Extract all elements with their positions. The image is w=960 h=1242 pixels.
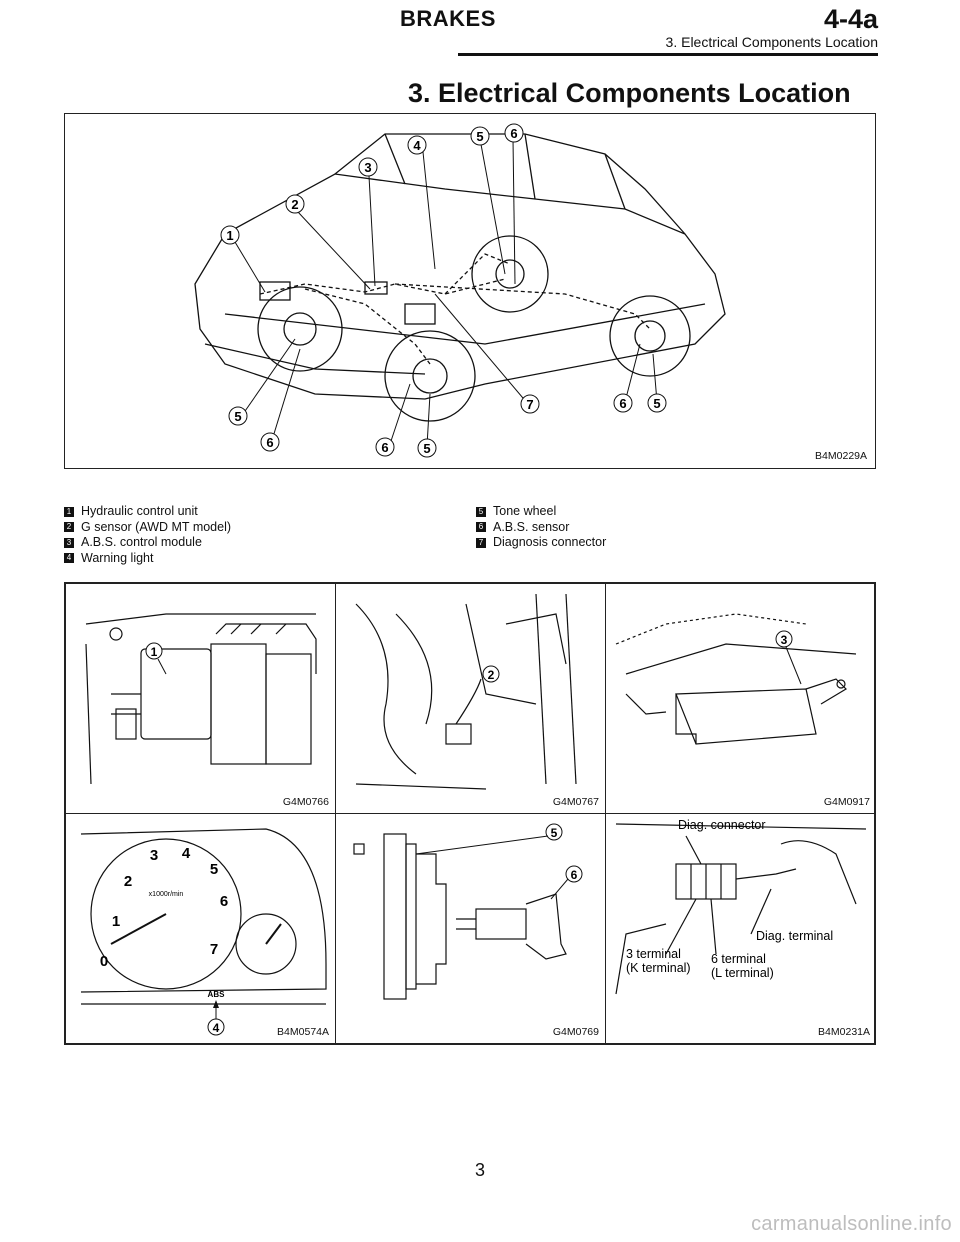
panel-callout-5: 5 <box>551 826 558 840</box>
gauge-number: 4 <box>182 845 191 862</box>
watermark: carmanualsonline.info <box>751 1213 952 1235</box>
legend-num-icon: 3 <box>64 537 74 548</box>
panel-callout-6: 6 <box>571 868 578 882</box>
legend-num-icon: 1 <box>64 506 74 517</box>
legend-item: 6 A.B.S. sensor <box>476 520 606 536</box>
gauge-number: 7 <box>210 941 218 958</box>
legend-num-icon: 2 <box>64 522 74 533</box>
header-chapter-code: 4-4a <box>823 4 878 34</box>
callout-4: 4 <box>413 138 421 153</box>
main-figure-code: B4M0229A <box>815 450 867 462</box>
diag-connector-illustration: Diag. connector Diag. terminal 3 termina… <box>615 818 867 995</box>
legend-label: G sensor (AWD MT model) <box>81 519 232 534</box>
legend-num-icon: 5 <box>476 506 486 517</box>
legend-label: Diagnosis connector <box>493 535 607 549</box>
panel-code: G4M0766 <box>282 796 329 808</box>
gauge-number: 2 <box>124 873 132 890</box>
legend-item: 5 Tone wheel <box>476 504 606 520</box>
callout-1: 1 <box>226 228 233 243</box>
hydraulic-unit-illustration: 1 <box>85 613 317 785</box>
meter-illustration: 0 1 2 3 4 5 6 7 x1000r/min ABS 4 <box>80 828 327 1036</box>
panel-warning-light: 0 1 2 3 4 5 6 7 x1000r/min ABS 4 B4M0574… <box>66 814 336 1043</box>
diag-connector-label: Diag. connector <box>678 818 766 832</box>
panel-hydraulic-unit: 1 G4M0766 <box>66 584 336 814</box>
terminal-3-label: 3 terminal <box>626 947 681 961</box>
header-section-title: BRAKES <box>400 6 496 31</box>
callout-6-mid: 6 <box>381 440 388 455</box>
legend-num-icon: 6 <box>476 522 486 533</box>
legend-item: 3 A.B.S. control module <box>64 535 231 551</box>
sensor-illustration: 5 6 <box>353 823 583 1000</box>
abs-module-illustration: 3 <box>615 613 857 745</box>
callout-3: 3 <box>364 160 371 175</box>
legend-item: 7 Diagnosis connector <box>476 535 606 551</box>
main-figure: 1 2 3 4 5 6 7 5 6 6 5 6 5 B4M0229A <box>64 113 876 469</box>
panel-g-sensor: 2 G4M0767 <box>336 584 606 814</box>
gauge-number: 6 <box>220 893 228 910</box>
panel-code: B4M0574A <box>277 1026 329 1038</box>
page-title: 3. Electrical Components Location <box>408 78 851 108</box>
panel-code: G4M0917 <box>823 796 870 808</box>
callout-6-rear: 6 <box>619 396 626 411</box>
legend-label: A.B.S. control module <box>81 535 202 549</box>
callout-5-rear: 5 <box>653 396 660 411</box>
component-panels-grid: 1 G4M0766 2 G4M0767 <box>64 582 876 1045</box>
panel-abs-module: 3 G4M0917 <box>606 584 876 814</box>
header-subtitle: 3. Electrical Components Location <box>665 34 878 50</box>
gauge-number: 3 <box>150 847 158 864</box>
header-rule <box>458 53 878 56</box>
panel-tone-wheel-sensor: 5 6 G4M0769 <box>336 814 606 1043</box>
panel-callout-3: 3 <box>781 633 788 647</box>
legend-right: 5 Tone wheel 6 A.B.S. sensor 7 Diagnosis co… <box>476 504 606 551</box>
panel-callout-1: 1 <box>151 645 158 659</box>
page-number: 3 <box>474 1160 485 1180</box>
k-terminal-label: (K terminal) <box>626 961 691 975</box>
callout-5-top: 5 <box>476 129 483 144</box>
panel-code: B4M0231A <box>818 1026 870 1038</box>
legend-label: Tone wheel <box>493 504 557 518</box>
gauge-unit: x1000r/min <box>149 891 184 898</box>
legend-label: A.B.S. sensor <box>493 519 570 534</box>
callout-6-top: 6 <box>510 126 517 141</box>
panel-diag-connector: Diag. connector Diag. terminal 3 termina… <box>606 814 876 1043</box>
legend-item: 2 G sensor (AWD MT model) <box>64 520 231 536</box>
callout-6-front: 6 <box>266 435 273 450</box>
panel-callout-2: 2 <box>488 668 495 682</box>
car-illustration: 1 2 3 4 5 6 7 5 6 6 5 6 5 <box>194 123 726 458</box>
gauge-number: 1 <box>112 913 120 930</box>
panel-callout-4: 4 <box>213 1021 220 1035</box>
legend-item: 1 Hydraulic control unit <box>64 504 231 520</box>
gauge-number: 0 <box>100 953 108 970</box>
callout-7: 7 <box>526 397 533 412</box>
l-terminal-label: (L terminal) <box>711 966 774 980</box>
terminal-6-label: 6 terminal <box>711 952 766 966</box>
legend-item: 4 Warning light <box>64 551 231 567</box>
callout-5-mid: 5 <box>423 441 430 456</box>
g-sensor-illustration: 2 <box>355 593 577 790</box>
callout-5-front: 5 <box>234 409 241 424</box>
legend-num-icon: 4 <box>64 553 74 564</box>
panel-code: G4M0769 <box>552 1026 599 1038</box>
legend-num-icon: 7 <box>476 537 486 548</box>
legend-left: 1 Hydraulic control unit 2 G sensor (AWD M… <box>64 504 231 566</box>
legend-label: Hydraulic control unit <box>81 504 198 518</box>
panel-code: G4M0767 <box>552 796 599 808</box>
abs-label: ABS <box>208 990 226 999</box>
gauge-number: 5 <box>210 861 218 878</box>
diag-terminal-label: Diag. terminal <box>756 929 833 943</box>
legend-label: Warning light <box>81 550 154 565</box>
callout-2: 2 <box>291 197 298 212</box>
